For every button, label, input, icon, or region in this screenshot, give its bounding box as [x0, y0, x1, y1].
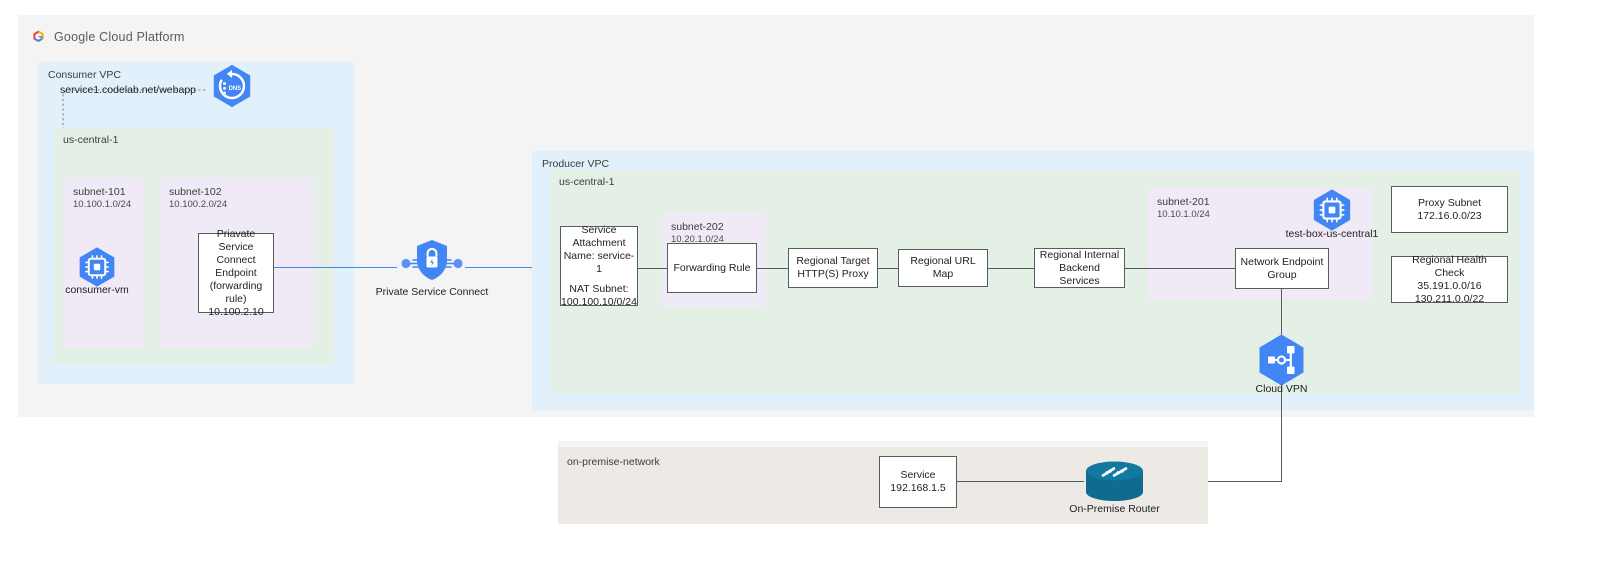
proxy-subnet-line1: Proxy Subnet: [1417, 196, 1482, 209]
target-proxy-line2: HTTP(S) Proxy: [797, 268, 869, 280]
subnet-202-labels: subnet-202 10.20.1.0/24: [671, 221, 724, 246]
regional-health-check-box[interactable]: Regional Health Check 35.191.0.0/16 130.…: [1391, 253, 1508, 305]
link-forwarding-to-proxy: [757, 268, 789, 270]
target-proxy-line1: Regional Target: [796, 255, 870, 267]
compute-engine-vm-icon: [79, 247, 115, 287]
gcp-header-title: Google Cloud Platform: [54, 30, 185, 44]
health-check-line1: Regional Health Check: [1412, 253, 1487, 279]
link-vpn-down: [1281, 387, 1283, 482]
producer-vpc-label: Producer VPC: [542, 158, 610, 170]
on-premise-router-icon: [1086, 461, 1143, 501]
forwarding-rule-box[interactable]: Forwarding Rule: [667, 243, 757, 293]
link-service-to-router: [957, 481, 1084, 483]
consumer-vm-node[interactable]: consumer-vm: [65, 246, 129, 296]
subnet-201-name: subnet-201: [1157, 196, 1210, 208]
network-endpoint-group-box[interactable]: Network Endpoint Group: [1235, 248, 1329, 289]
regional-url-map-box[interactable]: Regional URL Map: [898, 249, 988, 287]
neg-line2: Group: [1267, 268, 1297, 281]
cloud-dns-node[interactable]: DNS Cloud DNS: [209, 63, 255, 188]
subnet-201-labels: subnet-201 10.10.1.0/24: [1157, 196, 1210, 221]
cloud-vpn-node[interactable]: Cloud VPN: [1253, 333, 1310, 395]
subnet-102-name: subnet-102: [169, 186, 222, 198]
on-premise-service-line1: Service: [900, 469, 936, 481]
private-service-connect-shield-icon: [401, 240, 463, 280]
consumer-vm-label: consumer-vm: [65, 284, 129, 296]
dns-record-label: service1.codelab.net/webapp: [60, 84, 197, 96]
subnet-101-name: subnet-101: [73, 186, 126, 198]
subnet-202-name: subnet-202: [671, 221, 724, 233]
link-backend-to-neg: [1125, 268, 1236, 270]
link-attach-to-forwarding: [638, 268, 668, 270]
health-check-line2: 35.191.0.0/16: [1417, 279, 1482, 292]
on-premise-router-label: On-Premise Router: [1069, 503, 1160, 515]
service-attachment-box[interactable]: Service Attachment Name: service-1 NAT S…: [560, 223, 638, 308]
subnet-101-cidr: 10.100.1.0/24: [73, 199, 132, 210]
on-premise-service-box[interactable]: Service 192.168.1.5: [879, 456, 957, 508]
cloud-dns-icon: DNS: [213, 64, 251, 108]
service-attachment-line2: Attachment: [572, 236, 626, 249]
service-attachment-spacer: [561, 276, 637, 283]
psc-endpoint-line3: (forwarding rule): [209, 279, 263, 305]
subnet-201-cidr: 10.10.1.0/24: [1157, 209, 1210, 220]
link-proxy-to-urlmap: [878, 268, 899, 270]
cloud-vpn-label: Cloud VPN: [1255, 383, 1308, 395]
proxy-subnet-box[interactable]: Proxy Subnet 172.16.0.0/23: [1391, 186, 1508, 233]
psc-endpoint-line4: 10.100.2.10: [208, 305, 264, 318]
test-box-node[interactable]: test-box-us-central1: [1286, 188, 1378, 240]
compute-engine-vm-icon: [1313, 189, 1351, 231]
link-neg-to-cloud-vpn: [1281, 289, 1283, 335]
service-attachment-line3: Name: service-1: [563, 249, 635, 275]
psc-link-left: [274, 267, 397, 269]
test-box-label: test-box-us-central1: [1285, 228, 1379, 240]
psc-endpoint-box[interactable]: Priavate Service Connect Endpoint (forwa…: [198, 228, 274, 318]
proxy-subnet-line2: 172.16.0.0/23: [1417, 209, 1482, 222]
psc-endpoint-line1: Priavate Service: [216, 227, 256, 253]
google-cloud-platform-logo-icon: [30, 29, 47, 46]
consumer-region-label: us-central-1: [63, 134, 119, 146]
private-service-connect-node[interactable]: Private Service Connect: [376, 238, 488, 298]
service-attachment-line1: Service: [581, 223, 617, 236]
on-premise-network-label: on-premise-network: [567, 456, 660, 468]
consumer-vpc-label: Consumer VPC: [48, 69, 121, 81]
url-map-line1: Regional URL Map: [910, 255, 976, 280]
private-service-connect-label: Private Service Connect: [375, 286, 489, 298]
gcp-header: Google Cloud Platform: [30, 28, 185, 46]
link-urlmap-to-backend: [988, 268, 1035, 270]
subnet-102-labels: subnet-102 10.100.2.0/24: [169, 186, 227, 211]
svg-text:DNS: DNS: [229, 86, 242, 92]
subnet-101-labels: subnet-101 10.100.1.0/24: [73, 186, 131, 211]
regional-target-proxy-box[interactable]: Regional Target HTTP(S) Proxy: [788, 248, 878, 288]
neg-line1: Network Endpoint: [1240, 255, 1324, 268]
link-vpn-to-router: [1146, 481, 1282, 483]
subnet-102-container: subnet-102 10.100.2.0/24: [160, 178, 314, 348]
producer-region-label: us-central-1: [559, 176, 615, 188]
on-premise-service-line2: 192.168.1.5: [890, 482, 946, 494]
cloud-vpn-icon: [1259, 334, 1304, 386]
regional-backend-services-box[interactable]: Regional Internal Backend Services: [1034, 248, 1125, 288]
subnet-202-cidr: 10.20.1.0/24: [671, 234, 724, 245]
health-check-line3: 130.211.0.0/22: [1414, 292, 1485, 305]
service-attachment-line5: 100.100.10/0/24: [561, 295, 637, 308]
forwarding-rule-line1: Forwarding Rule: [673, 261, 751, 274]
backend-services-line2: Backend Services: [1059, 261, 1100, 287]
service-attachment-line4: NAT Subnet:: [569, 282, 629, 295]
backend-services-line1: Regional Internal: [1039, 248, 1120, 261]
psc-endpoint-line2: Connect Endpoint: [215, 253, 257, 279]
psc-link-right: [465, 267, 561, 269]
subnet-102-cidr: 10.100.2.0/24: [169, 199, 228, 210]
on-premise-router-node[interactable]: On-Premise Router: [1069, 459, 1160, 515]
